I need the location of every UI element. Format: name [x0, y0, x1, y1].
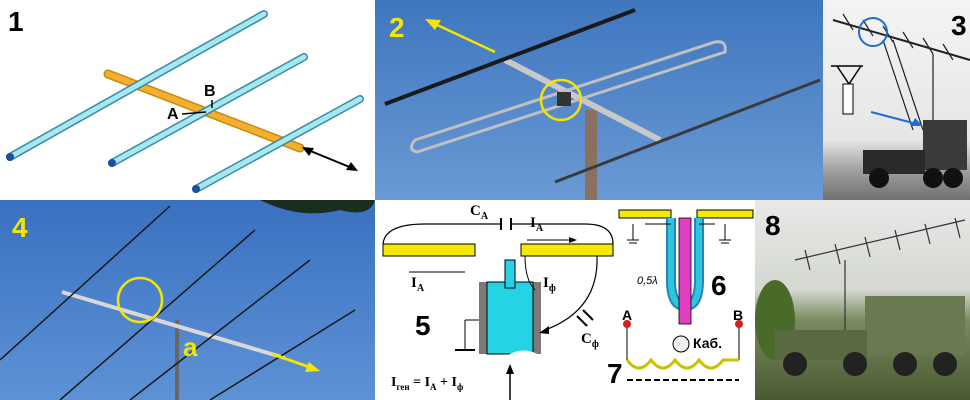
panel-number: 8 — [765, 210, 781, 241]
element-dipole — [108, 53, 308, 167]
panel-number-6: 6 — [711, 270, 727, 301]
label-b: B — [204, 83, 216, 100]
panel-8-military-truck-photo: 8 — [755, 200, 970, 400]
director — [384, 8, 636, 106]
panel-6-7-balun-diagram: 0,5λ 6 A B Каб. 7 — [607, 200, 755, 400]
label-i-a-left: IA — [411, 275, 425, 294]
panel-number: 5 — [415, 310, 431, 341]
panel-2-antenna-photo: 2 — [375, 0, 823, 200]
label-a: A — [167, 106, 179, 123]
yagi-drawing — [6, 10, 364, 193]
highlight-circle — [539, 78, 583, 122]
panel-1-yagi-drawing: 1 A B — [0, 0, 375, 200]
label-a: a — [183, 332, 198, 362]
folded-dipole — [410, 40, 727, 154]
reflector — [554, 78, 821, 184]
panel-5-current-diagram: CA IA IA Iф Cф 5 Iген = IA + Iф — [375, 200, 615, 400]
panel-number-7: 7 — [607, 358, 623, 389]
direction-arrow — [271, 352, 313, 370]
label-c-a: CA — [470, 203, 489, 222]
label-c-phi: Cф — [581, 331, 599, 350]
formula: Iген = IA + Iф — [391, 375, 464, 392]
boom — [61, 290, 286, 360]
label-i-a-top: IA — [530, 215, 544, 234]
direction-arrow — [434, 22, 496, 54]
label-a: A — [622, 307, 633, 323]
panel-4-antenna-photo: 4 a — [0, 200, 375, 400]
panel-number: 3 — [951, 10, 967, 41]
element-reflector — [6, 10, 268, 161]
antenna-photo — [0, 200, 375, 400]
antenna-photo — [384, 8, 821, 200]
label-b: B — [733, 307, 744, 323]
element-director — [192, 95, 364, 193]
mast — [175, 320, 179, 400]
mast — [585, 110, 597, 200]
balun-diagram — [618, 209, 754, 381]
truck-antenna-photo — [831, 13, 970, 188]
highlight-circle — [858, 17, 888, 47]
label-cable: Каб. — [693, 335, 723, 351]
panel-number: 4 — [12, 212, 28, 243]
panel-number: 2 — [389, 12, 405, 43]
boom — [503, 57, 662, 143]
truck-antenna-photo — [755, 217, 966, 376]
label-quarter-wave: 0,5λ — [637, 275, 658, 287]
current-diagram — [382, 218, 614, 400]
label-i-phi: Iф — [543, 275, 556, 294]
panel-number: 1 — [8, 6, 24, 37]
direction-arrow — [307, 149, 353, 169]
panel-3-historic-photo: 3 — [823, 0, 970, 200]
highlight-circle — [116, 276, 164, 324]
